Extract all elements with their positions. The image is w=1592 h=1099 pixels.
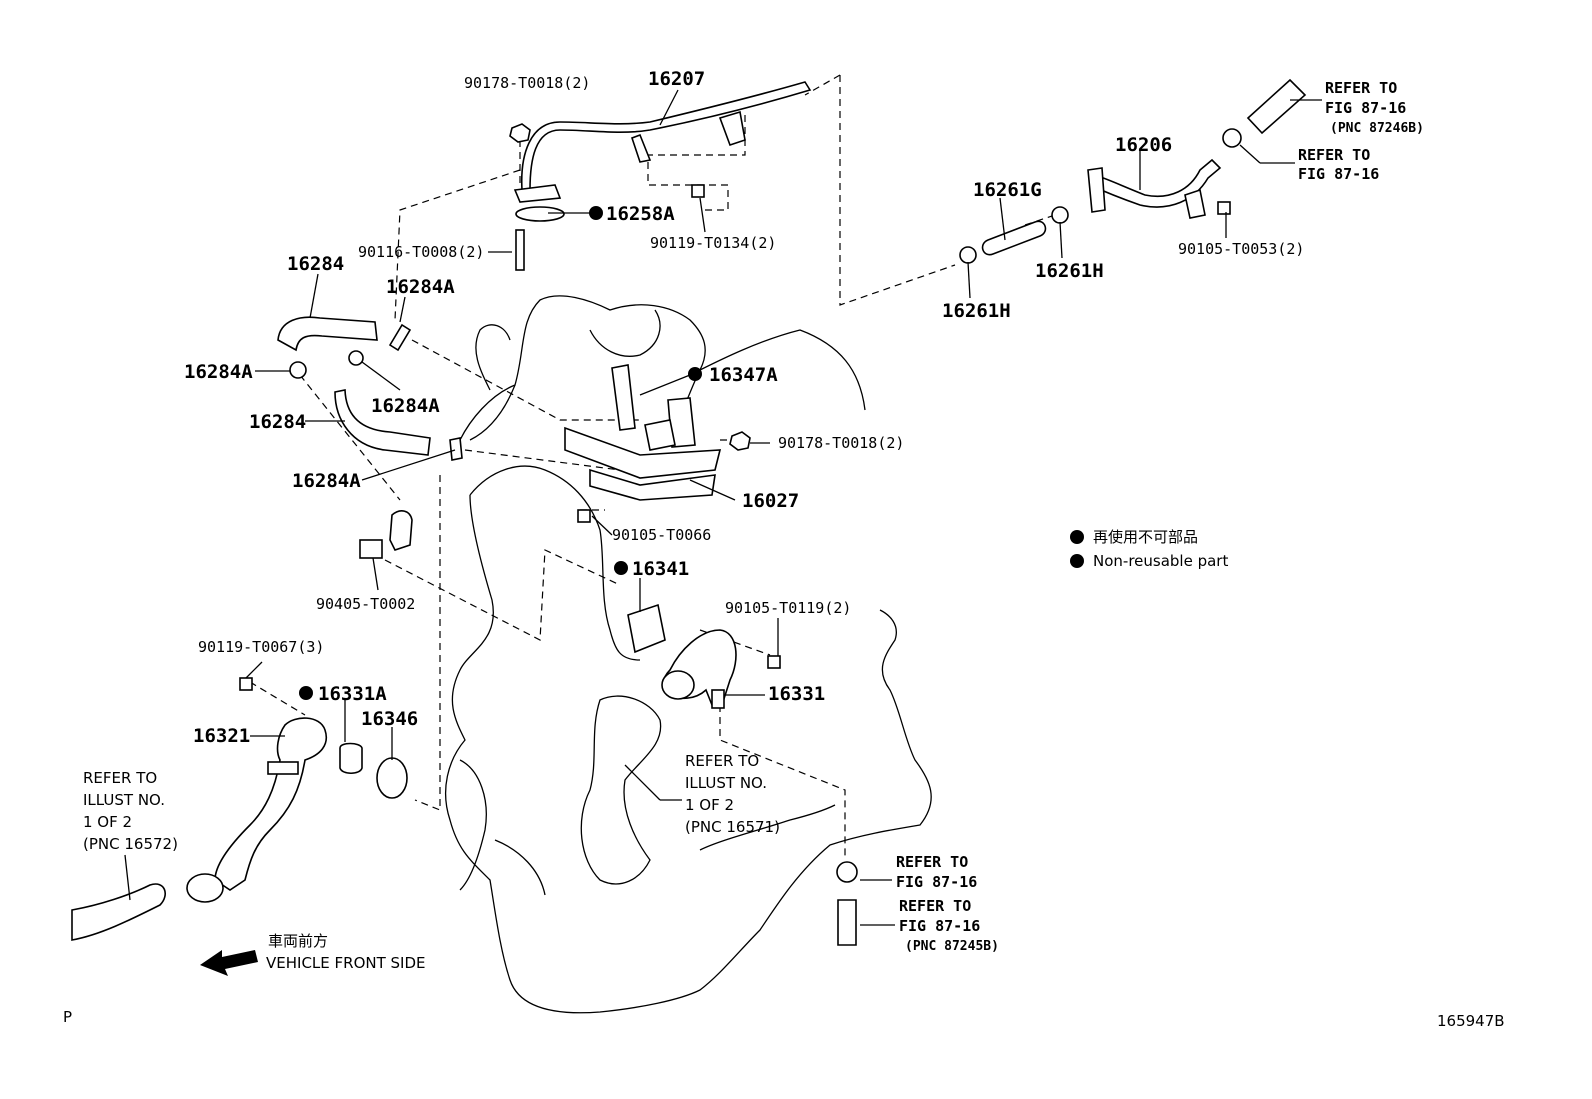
corner-letter: P	[63, 1008, 72, 1026]
clamp-icon	[1051, 206, 1069, 224]
label-16284a-3: 16284A	[371, 395, 440, 417]
engine-outline	[444, 295, 932, 1014]
non-reusable-marker	[688, 367, 702, 381]
bolt-icon	[577, 509, 591, 523]
non-reusable-marker	[1070, 554, 1084, 568]
bolt-icon	[767, 655, 781, 669]
legend: 再使用不可部品 Non-reusable part	[1093, 528, 1228, 570]
hose-16261g	[981, 220, 1047, 256]
hose-lower-left	[71, 883, 166, 941]
refer-notes: REFER TO FIG 87-16 (PNC 87246B) REFER TO…	[83, 79, 1424, 954]
clamp-icon	[836, 861, 858, 883]
label-16261h-1: 16261H	[1035, 260, 1104, 282]
label-16331: 16331	[768, 683, 825, 705]
non-reusable-marker	[614, 561, 628, 575]
clamp-icon	[348, 350, 364, 366]
clamp-icon	[289, 361, 307, 379]
refer-fig-line2: FIG 87-16	[1298, 165, 1379, 183]
leader-lines	[124, 89, 1322, 926]
front-en: VEHICLE FRONT SIDE	[266, 954, 426, 972]
refer-87245b-line3: (PNC 87245B)	[905, 939, 999, 954]
gasket-16346	[376, 757, 408, 799]
refer-16571-line4: (PNC 16571)	[685, 818, 780, 836]
refer-fig-b-line1: REFER TO	[896, 853, 968, 871]
label-16331a: 16331A	[318, 683, 387, 705]
dashed-guides	[249, 74, 1056, 860]
label-90105-b: 90105-T0119(2)	[725, 599, 851, 617]
label-90405: 90405-T0002	[316, 595, 415, 613]
label-16258a: 16258A	[606, 203, 675, 225]
part-labels: 90178-T0018(2) 16207 16258A 90119-T0134(…	[184, 68, 1304, 747]
refer-87245b-line1: REFER TO	[899, 897, 971, 915]
label-90178-a: 90178-T0018(2)	[464, 74, 590, 92]
refer-16571-line3: 1 OF 2	[685, 796, 734, 814]
label-16261g: 16261G	[973, 179, 1042, 201]
nut-icon	[729, 431, 751, 451]
bolt-icon	[239, 677, 253, 691]
gasket-16258a	[515, 206, 565, 222]
non-reusable-marker	[589, 206, 603, 220]
label-90105-a: 90105-T0066	[612, 526, 711, 544]
label-16346: 16346	[361, 708, 418, 730]
label-16347a: 16347A	[709, 364, 778, 386]
non-reusable-marker	[299, 686, 313, 700]
non-reusable-marker	[1070, 530, 1084, 544]
label-90119-a: 90119-T0134(2)	[650, 234, 776, 252]
label-90119-b: 90119-T0067(3)	[198, 638, 324, 656]
label-16027: 16027	[742, 490, 799, 512]
refer-16572-line3: 1 OF 2	[83, 813, 132, 831]
clamp-icon	[1222, 128, 1242, 148]
label-90105-c: 90105-T0053(2)	[1178, 240, 1304, 258]
label-16284a-1: 16284A	[386, 276, 455, 298]
refer-fig-b-line2: FIG 87-16	[896, 873, 977, 891]
refer-16571-line2: ILLUST NO.	[685, 774, 767, 792]
refer-87246b-line3: (PNC 87246B)	[1330, 121, 1424, 136]
bolt-icon	[1217, 201, 1231, 215]
refer-16572-line2: ILLUST NO.	[83, 791, 165, 809]
hose-bottom-right	[837, 899, 857, 946]
front-arrow-icon	[200, 950, 258, 976]
parts	[71, 78, 1307, 946]
label-16341: 16341	[632, 558, 689, 580]
refer-87245b-line2: FIG 87-16	[899, 917, 980, 935]
label-16321: 16321	[193, 725, 250, 747]
hose-16284-top	[277, 316, 378, 352]
hose-16284-mid	[334, 389, 431, 456]
label-16284a-4: 16284A	[292, 470, 361, 492]
clamp-icon	[959, 246, 977, 264]
figure-id: 165947B	[1437, 1012, 1505, 1030]
inlet-pipe-16321	[214, 717, 327, 891]
refer-16571-line1: REFER TO	[685, 752, 759, 770]
label-16261h-2: 16261H	[942, 300, 1011, 322]
refer-16572-line1: REFER TO	[83, 769, 157, 787]
legend-en: Non-reusable part	[1093, 552, 1228, 570]
front-jp: 車両前方	[268, 932, 328, 950]
label-16284-top: 16284	[287, 253, 344, 275]
stud-bolt	[515, 229, 525, 271]
gasket-16341	[627, 603, 666, 654]
nut-icon	[509, 123, 531, 143]
label-16284-mid: 16284	[249, 411, 306, 433]
label-90178-b: 90178-T0018(2)	[778, 434, 904, 452]
legend-jp: 再使用不可部品	[1093, 528, 1198, 546]
label-90116: 90116-T0008(2)	[358, 243, 484, 261]
label-16207: 16207	[648, 68, 705, 90]
label-16284a-2: 16284A	[184, 361, 253, 383]
thermostat-16331a	[339, 742, 363, 775]
label-16206: 16206	[1115, 134, 1172, 156]
hose-joint-90405	[359, 539, 383, 559]
refer-fig-line1: REFER TO	[1298, 146, 1370, 164]
vehicle-front-indicator: 車両前方 VEHICLE FRONT SIDE	[200, 932, 426, 976]
refer-16572-line4: (PNC 16572)	[83, 835, 178, 853]
bolt-icon	[691, 184, 705, 198]
refer-87246b-line1: REFER TO	[1325, 79, 1397, 97]
refer-87246b-line2: FIG 87-16	[1325, 99, 1406, 117]
